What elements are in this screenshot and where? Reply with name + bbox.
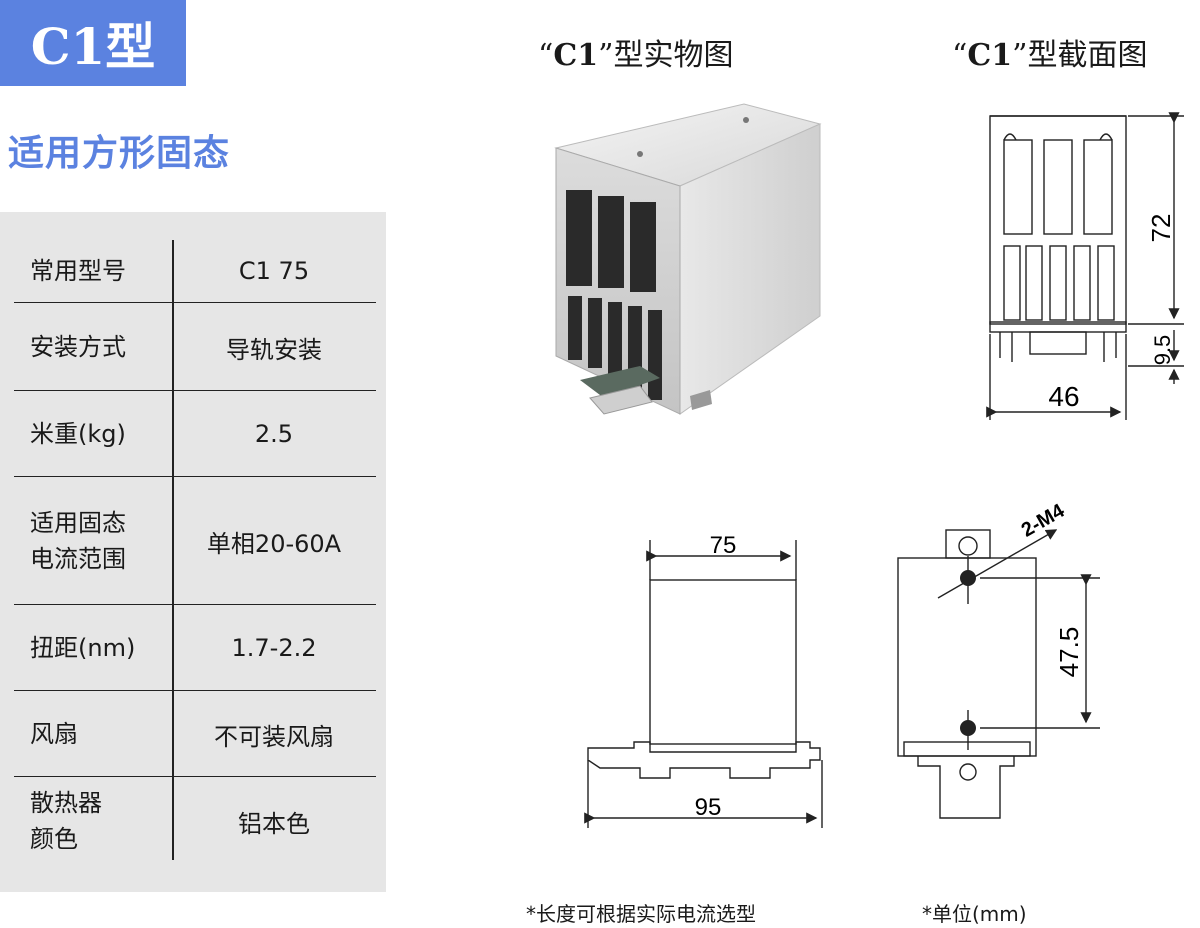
dim-section-height: 72 [1146,214,1176,243]
spec-divider [172,240,174,860]
mount-hole-top [960,570,976,586]
front-view-drawing [897,529,1100,819]
side-view-drawing [584,540,823,828]
length-note: *长度可根据实际电流选型 [526,902,756,926]
spec-value: 不可装风扇 [214,722,334,751]
spec-table: 常用型号 C1 75 安装方式 导轨安装 米重(kg) 2.5 适用固态 电流范… [0,212,386,892]
spec-value: 铝本色 [238,809,310,838]
spec-value: 单相20-60A [206,529,342,558]
section-heading: “C1”型截面图 [952,38,1148,73]
dim-front-holes: 2-M4 [1018,499,1069,541]
subtitle: 适用方形固态 [8,132,231,174]
spec-key: 散热器 颜色 [30,789,102,853]
spec-value: C1 75 [238,257,310,285]
spec-value: 1.7-2.2 [231,634,317,662]
spec-value: 2.5 [254,420,294,448]
mount-hole-bottom [960,720,976,736]
dim-side-length: 75 [710,532,737,559]
dim-side-total: 95 [695,794,722,821]
spec-row-color: 散热器 颜色 铝本色 [14,778,376,864]
spec-key: 扭距(nm) [30,634,136,662]
spec-row-model: 常用型号 C1 75 [14,240,376,303]
spec-key: 常用型号 [30,257,126,285]
spec-row-current: 适用固态 电流范围 单相20-60A [14,478,376,605]
spec-row-weight: 米重(kg) 2.5 [14,392,376,477]
unit-note: *单位(mm) [922,902,1027,926]
cross-section-drawing [986,112,1184,420]
spec-row-torque: 扭距(nm) 1.7-2.2 [14,606,376,691]
photo-heading: “C1”型实物图 [538,38,734,73]
spec-key: 安装方式 [30,333,126,361]
model-badge: C1型 [0,0,186,86]
heatsink-photo [554,103,822,415]
dim-front-pitch: 47.5 [1054,627,1084,678]
spec-value: 导轨安装 [226,335,322,364]
spec-key: 风扇 [30,720,78,748]
spec-row-fan: 风扇 不可装风扇 [14,692,376,777]
spec-row-mount: 安装方式 导轨安装 [14,304,376,391]
dim-section-rail: 9.5 [1150,335,1175,366]
spec-key: 适用固态 电流范围 [30,509,126,573]
dim-section-width: 46 [1048,381,1079,412]
spec-key: 米重(kg) [30,420,126,448]
